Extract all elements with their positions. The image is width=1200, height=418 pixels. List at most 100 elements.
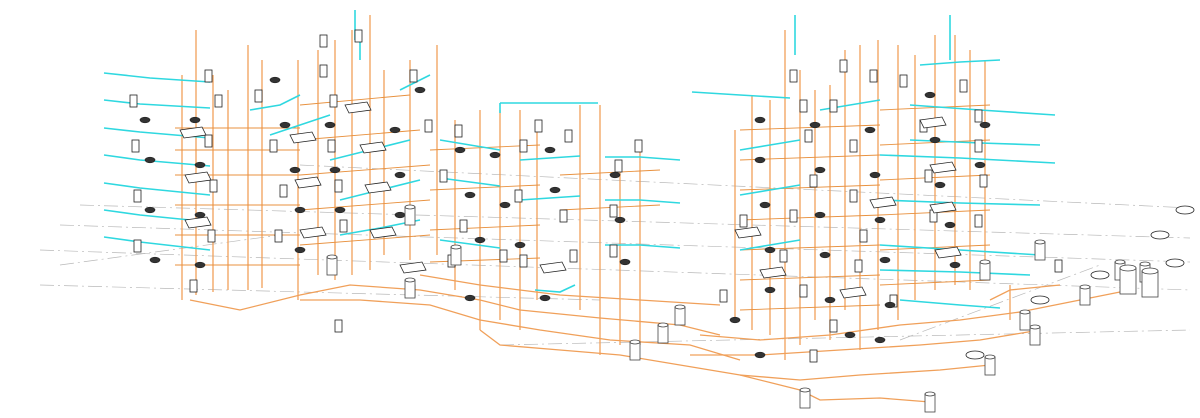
fixture-box (634, 139, 643, 153)
bath-tray-icon (399, 261, 427, 274)
fixture-box (809, 349, 818, 363)
fixture-box (849, 189, 858, 203)
basin-icon (764, 246, 776, 254)
fixture-box (829, 99, 838, 113)
bath-tray-icon (734, 226, 762, 239)
manhole-icon (965, 350, 985, 360)
fixture-box (254, 89, 263, 103)
fixture-box (329, 94, 338, 108)
basin-icon (144, 206, 156, 214)
tank-icon (984, 356, 996, 376)
tank-top-icon (924, 391, 936, 397)
basin-icon (144, 156, 156, 164)
bath-tray-icon (359, 141, 387, 154)
bath-tray-icon (539, 261, 567, 274)
tank-top-icon (1114, 259, 1126, 265)
basin-icon (194, 161, 206, 169)
basin-icon (394, 211, 406, 219)
fixture-box (514, 189, 523, 203)
basin-icon (884, 301, 896, 309)
fixture-box (409, 69, 418, 83)
fixture-box (189, 279, 198, 293)
basin-icon (464, 294, 476, 302)
basin-icon (279, 121, 291, 129)
tank-icon (674, 306, 686, 326)
basin-icon (549, 186, 561, 194)
fixture-box (207, 229, 216, 243)
fixture-box (869, 69, 878, 83)
basin-icon (814, 211, 826, 219)
fixture-box (274, 229, 283, 243)
fixture-box (133, 189, 142, 203)
basin-icon (619, 258, 631, 266)
fixture-box (334, 319, 343, 333)
basin-icon (814, 166, 826, 174)
basin-icon (324, 121, 336, 129)
left-block-drainage-pipes (175, 15, 801, 391)
tank-top-icon (1019, 309, 1031, 315)
fixture-box (849, 139, 858, 153)
basin-icon (139, 116, 151, 124)
tank-top-icon (1029, 324, 1041, 330)
bath-tray-icon (919, 116, 947, 129)
tank-top-icon (404, 277, 416, 283)
tank-icon (1029, 326, 1041, 346)
basin-icon (879, 256, 891, 264)
bath-tray-icon (929, 161, 957, 174)
fixture-box (854, 259, 863, 273)
manhole-icon (1150, 230, 1170, 240)
fixture-box (779, 249, 788, 263)
basin-icon (294, 206, 306, 214)
fixture-box (319, 34, 328, 48)
fixture-box (789, 209, 798, 223)
tank-icon (629, 341, 641, 361)
bath-tray-icon (184, 171, 212, 184)
tank-top-icon (657, 322, 669, 328)
fixture-box (269, 139, 278, 153)
basin-icon (389, 126, 401, 134)
basin-icon (844, 331, 856, 339)
fixture-box (719, 289, 728, 303)
basin-icon (809, 121, 821, 129)
fixture-box (209, 179, 218, 193)
fixture-box (609, 204, 618, 218)
basin-icon (929, 136, 941, 144)
fixture-box (204, 69, 213, 83)
fixture-box (569, 249, 578, 263)
fixture-box (789, 69, 798, 83)
basin-icon (759, 201, 771, 209)
basin-icon (754, 156, 766, 164)
basin-icon (609, 171, 621, 179)
basin-icon (824, 296, 836, 304)
fixture-box (799, 99, 808, 113)
tank-icon (1034, 241, 1046, 261)
bath-tray-icon (364, 181, 392, 194)
fixture-box (739, 214, 748, 228)
right-block-drainage-pipes (690, 30, 1131, 403)
basin-icon (539, 294, 551, 302)
basin-icon (979, 121, 991, 129)
fixture-box (133, 239, 142, 253)
basin-icon (394, 171, 406, 179)
basin-icon (729, 316, 741, 324)
tank-top-icon (1079, 284, 1091, 290)
fixture-box (519, 254, 528, 268)
fixture-box (131, 139, 140, 153)
fixture-box (319, 64, 328, 78)
basin-icon (924, 91, 936, 99)
tank-icon (404, 279, 416, 299)
basin-icon (614, 216, 626, 224)
fixture-box (339, 219, 348, 233)
fixture-box (974, 109, 983, 123)
fixture-box (499, 249, 508, 263)
cistern-top-icon (1141, 267, 1159, 275)
fixture-box (424, 119, 433, 133)
basin-icon (864, 126, 876, 134)
fixture-box (614, 159, 623, 173)
fixture-box (799, 284, 808, 298)
bath-tray-icon (759, 266, 787, 279)
tank-icon (657, 324, 669, 344)
fixture-box (534, 119, 543, 133)
tank-top-icon (326, 254, 338, 260)
